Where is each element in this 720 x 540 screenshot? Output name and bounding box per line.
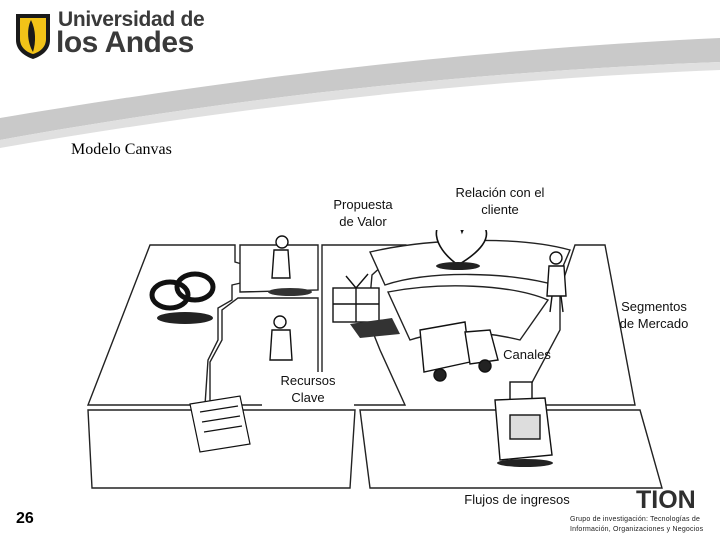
tion-power-logo: TION [636,486,696,514]
page-number: 26 [16,510,34,527]
logo-university-line: Universidad de [58,8,205,31]
revenue-streams-label: Flujos de ingresos [464,492,570,507]
cash-register-icon [494,381,553,461]
customer-relationship-label: Relación con el cliente [455,185,545,217]
channels-label: Canales [503,347,551,362]
value-proposition-label: Propuesta de Valor [333,197,393,229]
key-resources-label: Recursos Clave [262,372,354,406]
svg-text:TION: TION [636,486,696,514]
truck-icon [419,321,499,382]
canvas-illustration [86,230,663,489]
header-decoration [0,38,720,148]
university-shield-icon [16,14,50,59]
slide-title: Modelo Canvas [71,141,172,158]
gift-box-icon [332,273,380,323]
document-icon [189,395,251,453]
person-figure-icon [269,235,567,361]
market-segments-label: Segmentos de Mercado [619,299,689,331]
heart-icon [435,230,488,266]
research-group-text: Grupo de investigación: Tecnologías de I… [570,516,704,533]
rings-icon [149,271,216,311]
logo-andes-line: los Andes [56,26,194,59]
